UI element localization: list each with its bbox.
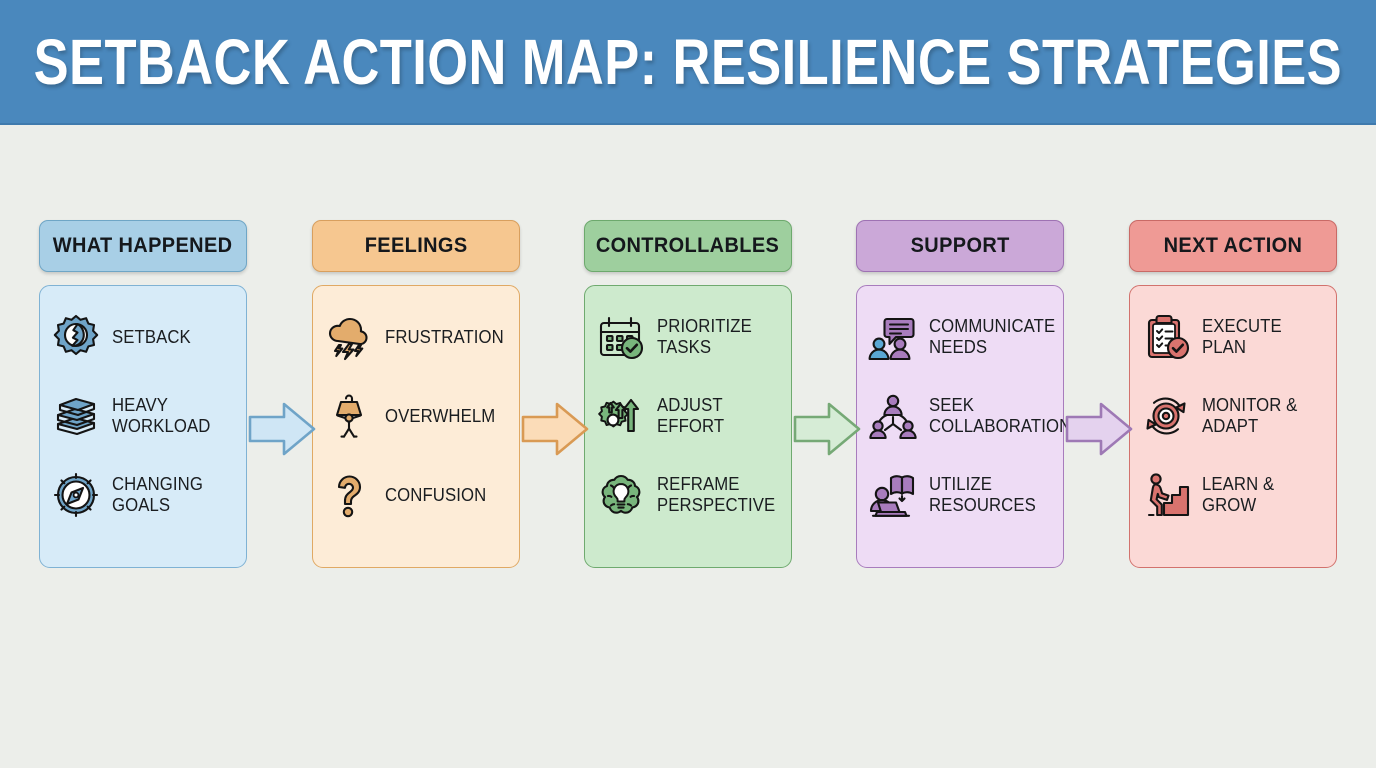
list-item-label: COMMUNICATE NEEDS xyxy=(929,316,1056,357)
page-title: SETBACK ACTION MAP: RESILIENCE STRATEGIE… xyxy=(33,25,1343,98)
question-mark-icon xyxy=(323,469,375,521)
column-header-label: SUPPORT xyxy=(910,234,1010,257)
clipboard-check-icon xyxy=(1140,311,1192,363)
list-item-label: HEAVY WORKLOAD xyxy=(112,395,211,436)
list-item[interactable]: LEARN & GROW xyxy=(1140,466,1326,524)
column-header-next-action[interactable]: NEXT ACTION xyxy=(1129,220,1337,272)
list-item-label: FRUSTRATION xyxy=(385,326,504,347)
column-what-happened: WHAT HAPPENED SETBACK HEAVY WORKLOAD CHANGI… xyxy=(39,220,247,568)
list-item-label: UTILIZE RESOURCES xyxy=(929,474,1036,515)
column-header-feelings[interactable]: FEELINGS xyxy=(312,220,520,272)
calendar-check-icon xyxy=(595,311,647,363)
column-body-feelings: FRUSTRATION OVERWHELM CONFUSION xyxy=(312,285,520,568)
list-item[interactable]: OVERWHELM xyxy=(323,387,509,445)
list-item-label: SEEK COLLABORATION xyxy=(929,395,1072,436)
list-item[interactable]: CHANGING GOALS xyxy=(50,466,236,524)
list-item[interactable]: FRUSTRATION xyxy=(323,308,509,366)
list-item[interactable]: ADJUST EFFORT xyxy=(595,387,781,445)
list-item-label: CHANGING GOALS xyxy=(112,474,203,515)
process-flow-board: WHAT HAPPENED SETBACK HEAVY WORKLOAD CHANGI… xyxy=(0,123,1376,768)
column-header-label: NEXT ACTION xyxy=(1163,234,1303,257)
flow-arrow-3 xyxy=(793,398,861,460)
list-item[interactable]: CONFUSION xyxy=(323,466,509,524)
column-header-support[interactable]: SUPPORT xyxy=(856,220,1064,272)
list-item[interactable]: PRIORITIZE TASKS xyxy=(595,308,781,366)
laptop-book-icon xyxy=(867,469,919,521)
column-controllables: CONTROLLABLES PRIORITIZE TASKS ADJUST EFFO… xyxy=(584,220,792,568)
flow-arrow-4 xyxy=(1065,398,1133,460)
target-cycle-icon xyxy=(1140,390,1192,442)
column-header-label: FEELINGS xyxy=(364,234,468,257)
column-header-controllables[interactable]: CONTROLLABLES xyxy=(584,220,792,272)
list-item-label: LEARN & GROW xyxy=(1202,474,1275,515)
column-body-support: COMMUNICATE NEEDS SEEK COLLABORATION UTILI… xyxy=(856,285,1071,568)
list-item-label: CONFUSION xyxy=(385,484,487,505)
list-item[interactable]: MONITOR & ADAPT xyxy=(1140,387,1326,445)
column-support: SUPPORT COMMUNICATE NEEDS SEEK COLLABORATI… xyxy=(856,220,1071,568)
list-item[interactable]: HEAVY WORKLOAD xyxy=(50,387,236,445)
list-item-label: ADJUST EFFORT xyxy=(657,395,725,436)
list-item-label: EXECUTE PLAN xyxy=(1202,316,1282,357)
flow-arrow-2 xyxy=(521,398,589,460)
speech-bubble-people-icon xyxy=(867,311,919,363)
people-network-icon xyxy=(867,390,919,442)
list-item[interactable]: UTILIZE RESOURCES xyxy=(867,466,1053,524)
compass-icon xyxy=(50,469,102,521)
flow-arrow-1 xyxy=(248,398,316,460)
column-next-action: NEXT ACTION EXECUTE PLAN MONITOR & ADAPT LE… xyxy=(1129,220,1337,568)
column-feelings: FEELINGS FRUSTRATION OVERWHELM CONFUSION xyxy=(312,220,520,568)
column-body-controllables: PRIORITIZE TASKS ADJUST EFFORT REFRAME PER… xyxy=(584,285,792,568)
column-header-label: WHAT HAPPENED xyxy=(53,234,233,257)
column-header-what-happened[interactable]: WHAT HAPPENED xyxy=(39,220,247,272)
list-item-label: PRIORITIZE TASKS xyxy=(657,316,752,357)
storm-cloud-icon xyxy=(323,311,375,363)
column-body-what-happened: SETBACK HEAVY WORKLOAD CHANGING GOALS xyxy=(39,285,247,568)
stairs-climb-icon xyxy=(1140,469,1192,521)
brain-bulb-icon xyxy=(595,469,647,521)
column-body-next-action: EXECUTE PLAN MONITOR & ADAPT LEARN & GROW xyxy=(1129,285,1337,568)
title-banner: SETBACK ACTION MAP: RESILIENCE STRATEGIE… xyxy=(0,0,1376,125)
broken-gear-icon xyxy=(50,311,102,363)
list-item[interactable]: COMMUNICATE NEEDS xyxy=(867,308,1056,366)
list-item[interactable]: SETBACK xyxy=(50,308,236,366)
list-item[interactable]: SEEK COLLABORATION xyxy=(867,387,1071,445)
column-header-label: CONTROLLABLES xyxy=(596,234,780,257)
list-item-label: SETBACK xyxy=(112,326,191,347)
list-item[interactable]: EXECUTE PLAN xyxy=(1140,308,1326,366)
list-item[interactable]: REFRAME PERSPECTIVE xyxy=(595,466,781,524)
carrying-weight-icon xyxy=(323,390,375,442)
stacked-books-icon xyxy=(50,390,102,442)
list-item-label: REFRAME PERSPECTIVE xyxy=(657,474,776,515)
list-item-label: OVERWHELM xyxy=(385,405,496,426)
list-item-label: MONITOR & ADAPT xyxy=(1202,395,1298,436)
gear-arrows-icon xyxy=(595,390,647,442)
